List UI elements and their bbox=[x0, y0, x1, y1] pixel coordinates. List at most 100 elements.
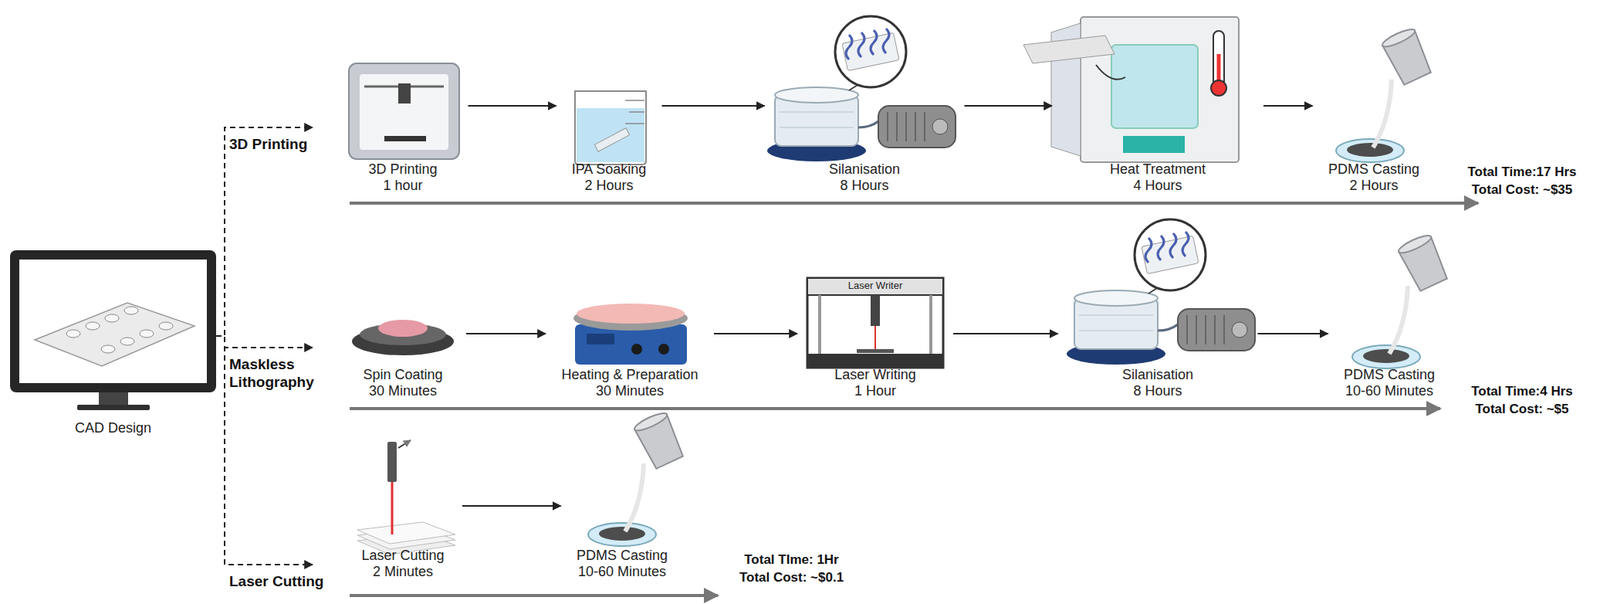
branch-label: 3D Printing bbox=[229, 135, 330, 154]
step-name: Silanisation bbox=[828, 161, 900, 179]
oven-illustration bbox=[1095, 64, 1126, 80]
step-duration: 10-60 Minutes bbox=[578, 563, 667, 581]
oven-illustration bbox=[1210, 80, 1227, 96]
monitor-illustration bbox=[98, 392, 129, 406]
laser-cutter-illustration bbox=[391, 481, 394, 535]
branch-arrow bbox=[216, 127, 313, 336]
beaker-illustration bbox=[576, 108, 645, 163]
step-arrow bbox=[1263, 104, 1313, 107]
timeline-arrow bbox=[349, 406, 1441, 410]
process-step: PDMS Casting2 Hours bbox=[1322, 38, 1427, 195]
step-duration: 1 Hour bbox=[854, 382, 897, 400]
step-name: Silanisation bbox=[1122, 366, 1194, 384]
step-duration: 2 Hours bbox=[584, 177, 633, 195]
hotplate-illustration bbox=[586, 333, 615, 345]
monitor-illustration bbox=[66, 306, 173, 353]
laser-writer-illustration bbox=[870, 294, 880, 326]
branch-arrow bbox=[216, 335, 313, 348]
monitor-illustration bbox=[85, 321, 100, 330]
step-arrow bbox=[466, 332, 546, 335]
printer-illustration bbox=[348, 63, 460, 159]
oven-illustration bbox=[1111, 44, 1198, 129]
step-duration: 30 Minutes bbox=[368, 382, 437, 400]
process-step: IPA Soaking2 Hours bbox=[565, 88, 653, 195]
step-name: Heat Treatment bbox=[1109, 161, 1206, 179]
step-arrow bbox=[964, 104, 1053, 107]
step-name: 3D Printing bbox=[368, 161, 437, 179]
total-summary: Total Time:17 Hrs bbox=[1452, 163, 1592, 181]
monitor-illustration bbox=[77, 404, 150, 410]
oven-illustration bbox=[1023, 35, 1115, 64]
process-step: PDMS Casting10-60 Minutes bbox=[570, 432, 675, 581]
step-name: PDMS Casting bbox=[576, 547, 668, 565]
process-step: Heat Treatment4 Hours bbox=[1061, 15, 1255, 195]
monitor-illustration bbox=[158, 321, 173, 330]
printer-illustration bbox=[398, 83, 411, 104]
laser-writer-illustration bbox=[807, 353, 944, 368]
oven-illustration bbox=[1123, 135, 1185, 153]
monitor-illustration bbox=[19, 259, 207, 383]
process-step: Silanisation8 Hours bbox=[774, 77, 956, 195]
step-name: Heating & Preparation bbox=[561, 366, 698, 384]
step-duration: 2 Hours bbox=[1349, 177, 1398, 195]
beaker-illustration bbox=[625, 100, 645, 124]
spin-coater-illustration bbox=[378, 319, 428, 337]
beaker-illustration bbox=[575, 91, 647, 165]
instrument-label: Laser Writer bbox=[807, 279, 944, 293]
silanisation-illustration bbox=[1066, 219, 1255, 365]
step-duration: 10-60 Minutes bbox=[1345, 382, 1434, 400]
laser-writer-illustration bbox=[807, 277, 944, 295]
process-step: Silanisation8 Hours bbox=[1067, 231, 1249, 400]
step-arrow bbox=[462, 504, 562, 507]
laser-cutter-illustration bbox=[357, 439, 456, 555]
hotplate-illustration bbox=[631, 343, 643, 355]
step-duration: 2 Minutes bbox=[372, 563, 433, 581]
laser-writer-illustration bbox=[856, 348, 894, 353]
step-duration: 30 Minutes bbox=[595, 382, 664, 400]
step-arrow bbox=[662, 104, 765, 107]
beaker-illustration bbox=[594, 128, 630, 152]
step-name: CAD Design bbox=[74, 419, 152, 437]
laser-writer-illustration bbox=[929, 294, 933, 354]
process-step: PDMS Casting10-60 Minutes bbox=[1337, 254, 1442, 400]
printer-illustration bbox=[359, 74, 449, 150]
hotplate-illustration bbox=[573, 303, 688, 365]
monitor-illustration bbox=[120, 337, 135, 346]
monitor-illustration bbox=[34, 302, 195, 366]
step-arrow bbox=[1258, 332, 1329, 335]
step-name: Spin Coating bbox=[362, 366, 443, 384]
laser-writer-illustration bbox=[818, 294, 822, 354]
process-step: 3D Printing1 hour bbox=[347, 61, 460, 195]
branch-label: Laser Cutting bbox=[229, 572, 346, 591]
timeline-arrow bbox=[349, 202, 1479, 596]
printer-illustration bbox=[348, 63, 460, 159]
printer-illustration bbox=[384, 135, 427, 142]
monitor-illustration bbox=[124, 306, 139, 315]
cad-design-node: CAD Design bbox=[10, 250, 217, 437]
total-summary: Total TIme: 1Hr bbox=[723, 551, 860, 569]
branch-label: Maskless Lithography bbox=[229, 355, 326, 392]
monitor-illustration bbox=[104, 314, 119, 322]
process-step: Spin Coating30 Minutes bbox=[348, 308, 457, 400]
hotplate-illustration bbox=[658, 343, 670, 355]
step-duration: 8 Hours bbox=[1133, 382, 1182, 400]
step-arrow bbox=[468, 104, 557, 107]
oven-illustration bbox=[1023, 16, 1239, 163]
process-step: Laser Writing1 Hour bbox=[806, 276, 944, 400]
laser-writer-illustration bbox=[807, 277, 944, 368]
step-arrow bbox=[713, 332, 798, 335]
laser-cutter-illustration bbox=[357, 521, 456, 544]
step-name: Laser Writing bbox=[834, 366, 917, 384]
total-summary: Total Cost: ~$5 bbox=[1452, 400, 1592, 418]
total-summary: Total Time:4 Hrs bbox=[1452, 382, 1592, 400]
laser-cutter-illustration bbox=[387, 441, 397, 482]
process-step: Heating & Preparation30 Minutes bbox=[554, 287, 705, 400]
pdms-illustration bbox=[1352, 232, 1450, 369]
beaker-illustration bbox=[575, 91, 647, 165]
hotplate-illustration bbox=[576, 303, 685, 324]
step-duration: 4 Hours bbox=[1133, 177, 1182, 195]
